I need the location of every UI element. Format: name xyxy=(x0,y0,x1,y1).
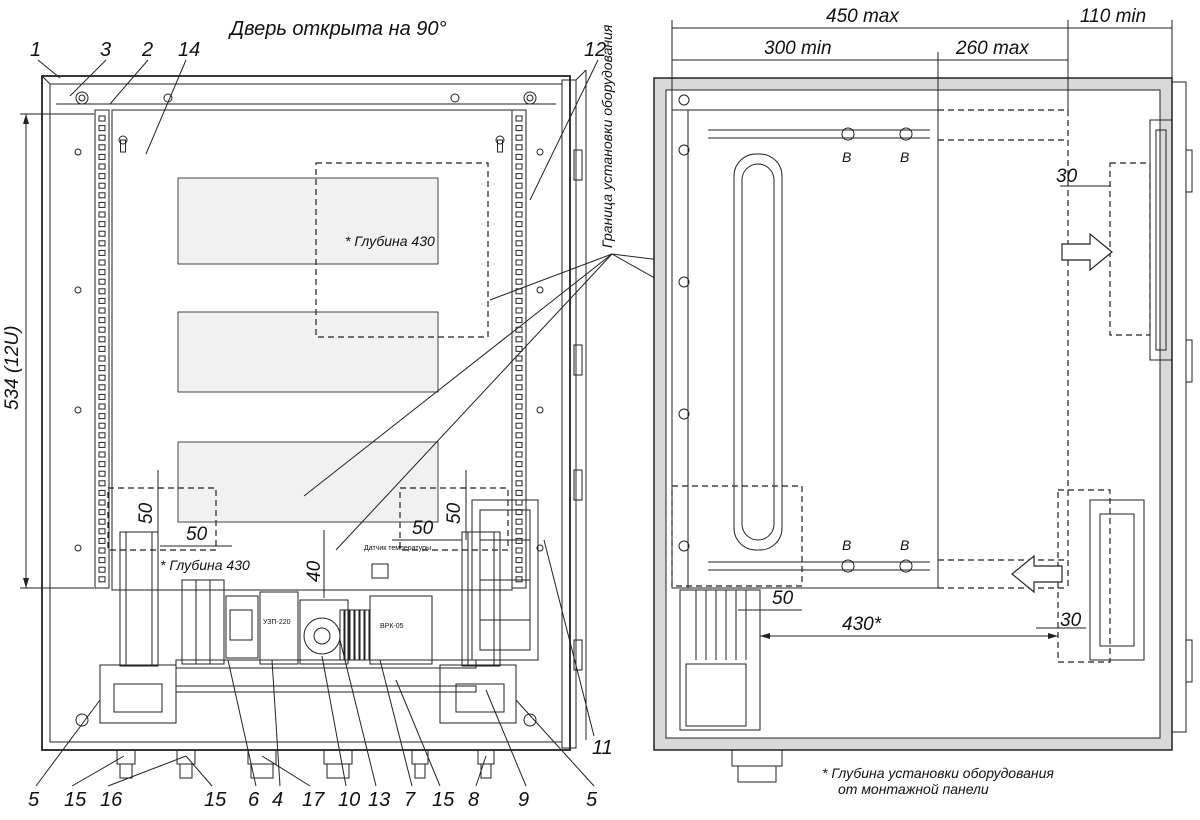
airflow-in-arrow xyxy=(1061,232,1113,272)
boundary-label: Граница установки оборудования xyxy=(599,24,615,248)
dim-40: 40 xyxy=(304,560,325,582)
dim-430: 430* xyxy=(842,614,882,635)
device-label-uzp: УЗП-220 xyxy=(263,619,291,626)
dim-50-horizontal-mid: 50 xyxy=(412,518,434,539)
note-line-1: * Глубина установки оборудования xyxy=(822,765,1054,781)
dim-30-top: 30 xyxy=(1056,166,1078,187)
callout-3: 3 xyxy=(100,39,111,61)
dim-50-side: 50 xyxy=(772,588,794,609)
callout-bottom-3: 15 xyxy=(204,789,227,811)
callout-12: 12 xyxy=(584,39,606,61)
cabinet-outline xyxy=(41,75,571,751)
callout-bottom-1: 15 xyxy=(64,789,87,811)
callout-bottom-4: 6 xyxy=(248,789,260,811)
callout-bottom-6: 17 xyxy=(302,789,325,811)
dim-260: 260 max xyxy=(955,38,1030,59)
depth-note-top: * Глубина 430 xyxy=(345,233,435,249)
dim-50-vertical-mid: 50 xyxy=(444,502,465,524)
callout-bottom-12: 9 xyxy=(518,789,529,811)
door-note: Дверь открыта на 90° xyxy=(228,18,447,40)
b-mark-1: B xyxy=(842,149,851,165)
dim-450: 450 max xyxy=(826,6,900,27)
dim-50-horizontal-left: 50 xyxy=(186,524,208,545)
airflow-out-arrow xyxy=(1011,554,1063,594)
depth-note-bottom: * Глубина 430 xyxy=(160,557,250,573)
callout-bottom-10: 15 xyxy=(432,789,455,811)
callout-bottom-11: 8 xyxy=(468,789,479,811)
callout-1: 1 xyxy=(30,39,41,61)
sensor-label: Датчик температуры xyxy=(364,545,431,552)
callout-14: 14 xyxy=(178,39,200,61)
rack-rail-left xyxy=(94,109,110,589)
callout-bottom-0: 5 xyxy=(28,789,40,811)
callout-2: 2 xyxy=(141,39,153,61)
rack-rail-right xyxy=(511,109,527,589)
callout-11: 11 xyxy=(592,737,613,759)
b-mark-2: B xyxy=(900,149,909,165)
dim-30-bottom: 30 xyxy=(1060,610,1082,631)
callout-bottom-2: 16 xyxy=(100,789,123,811)
dim-110: 110 min xyxy=(1080,6,1146,27)
b-mark-4: B xyxy=(900,537,909,553)
callout-bottom-9: 7 xyxy=(404,789,416,811)
side-view: B B B B xyxy=(653,6,1193,797)
dim-300: 300 min xyxy=(764,38,832,59)
note-line-2: от монтажной панели xyxy=(838,781,989,797)
callout-bottom-13: 5 xyxy=(586,789,598,811)
callout-bottom-8: 13 xyxy=(368,789,390,811)
device-label-vrk: ВРК-05 xyxy=(380,623,404,630)
b-mark-3: B xyxy=(842,537,851,553)
dim-50-vertical-left: 50 xyxy=(136,502,157,524)
callout-bottom-7: 10 xyxy=(338,789,360,811)
height-dimension: 534 (12U) xyxy=(2,326,23,411)
callout-bottom-5: 4 xyxy=(272,789,283,811)
